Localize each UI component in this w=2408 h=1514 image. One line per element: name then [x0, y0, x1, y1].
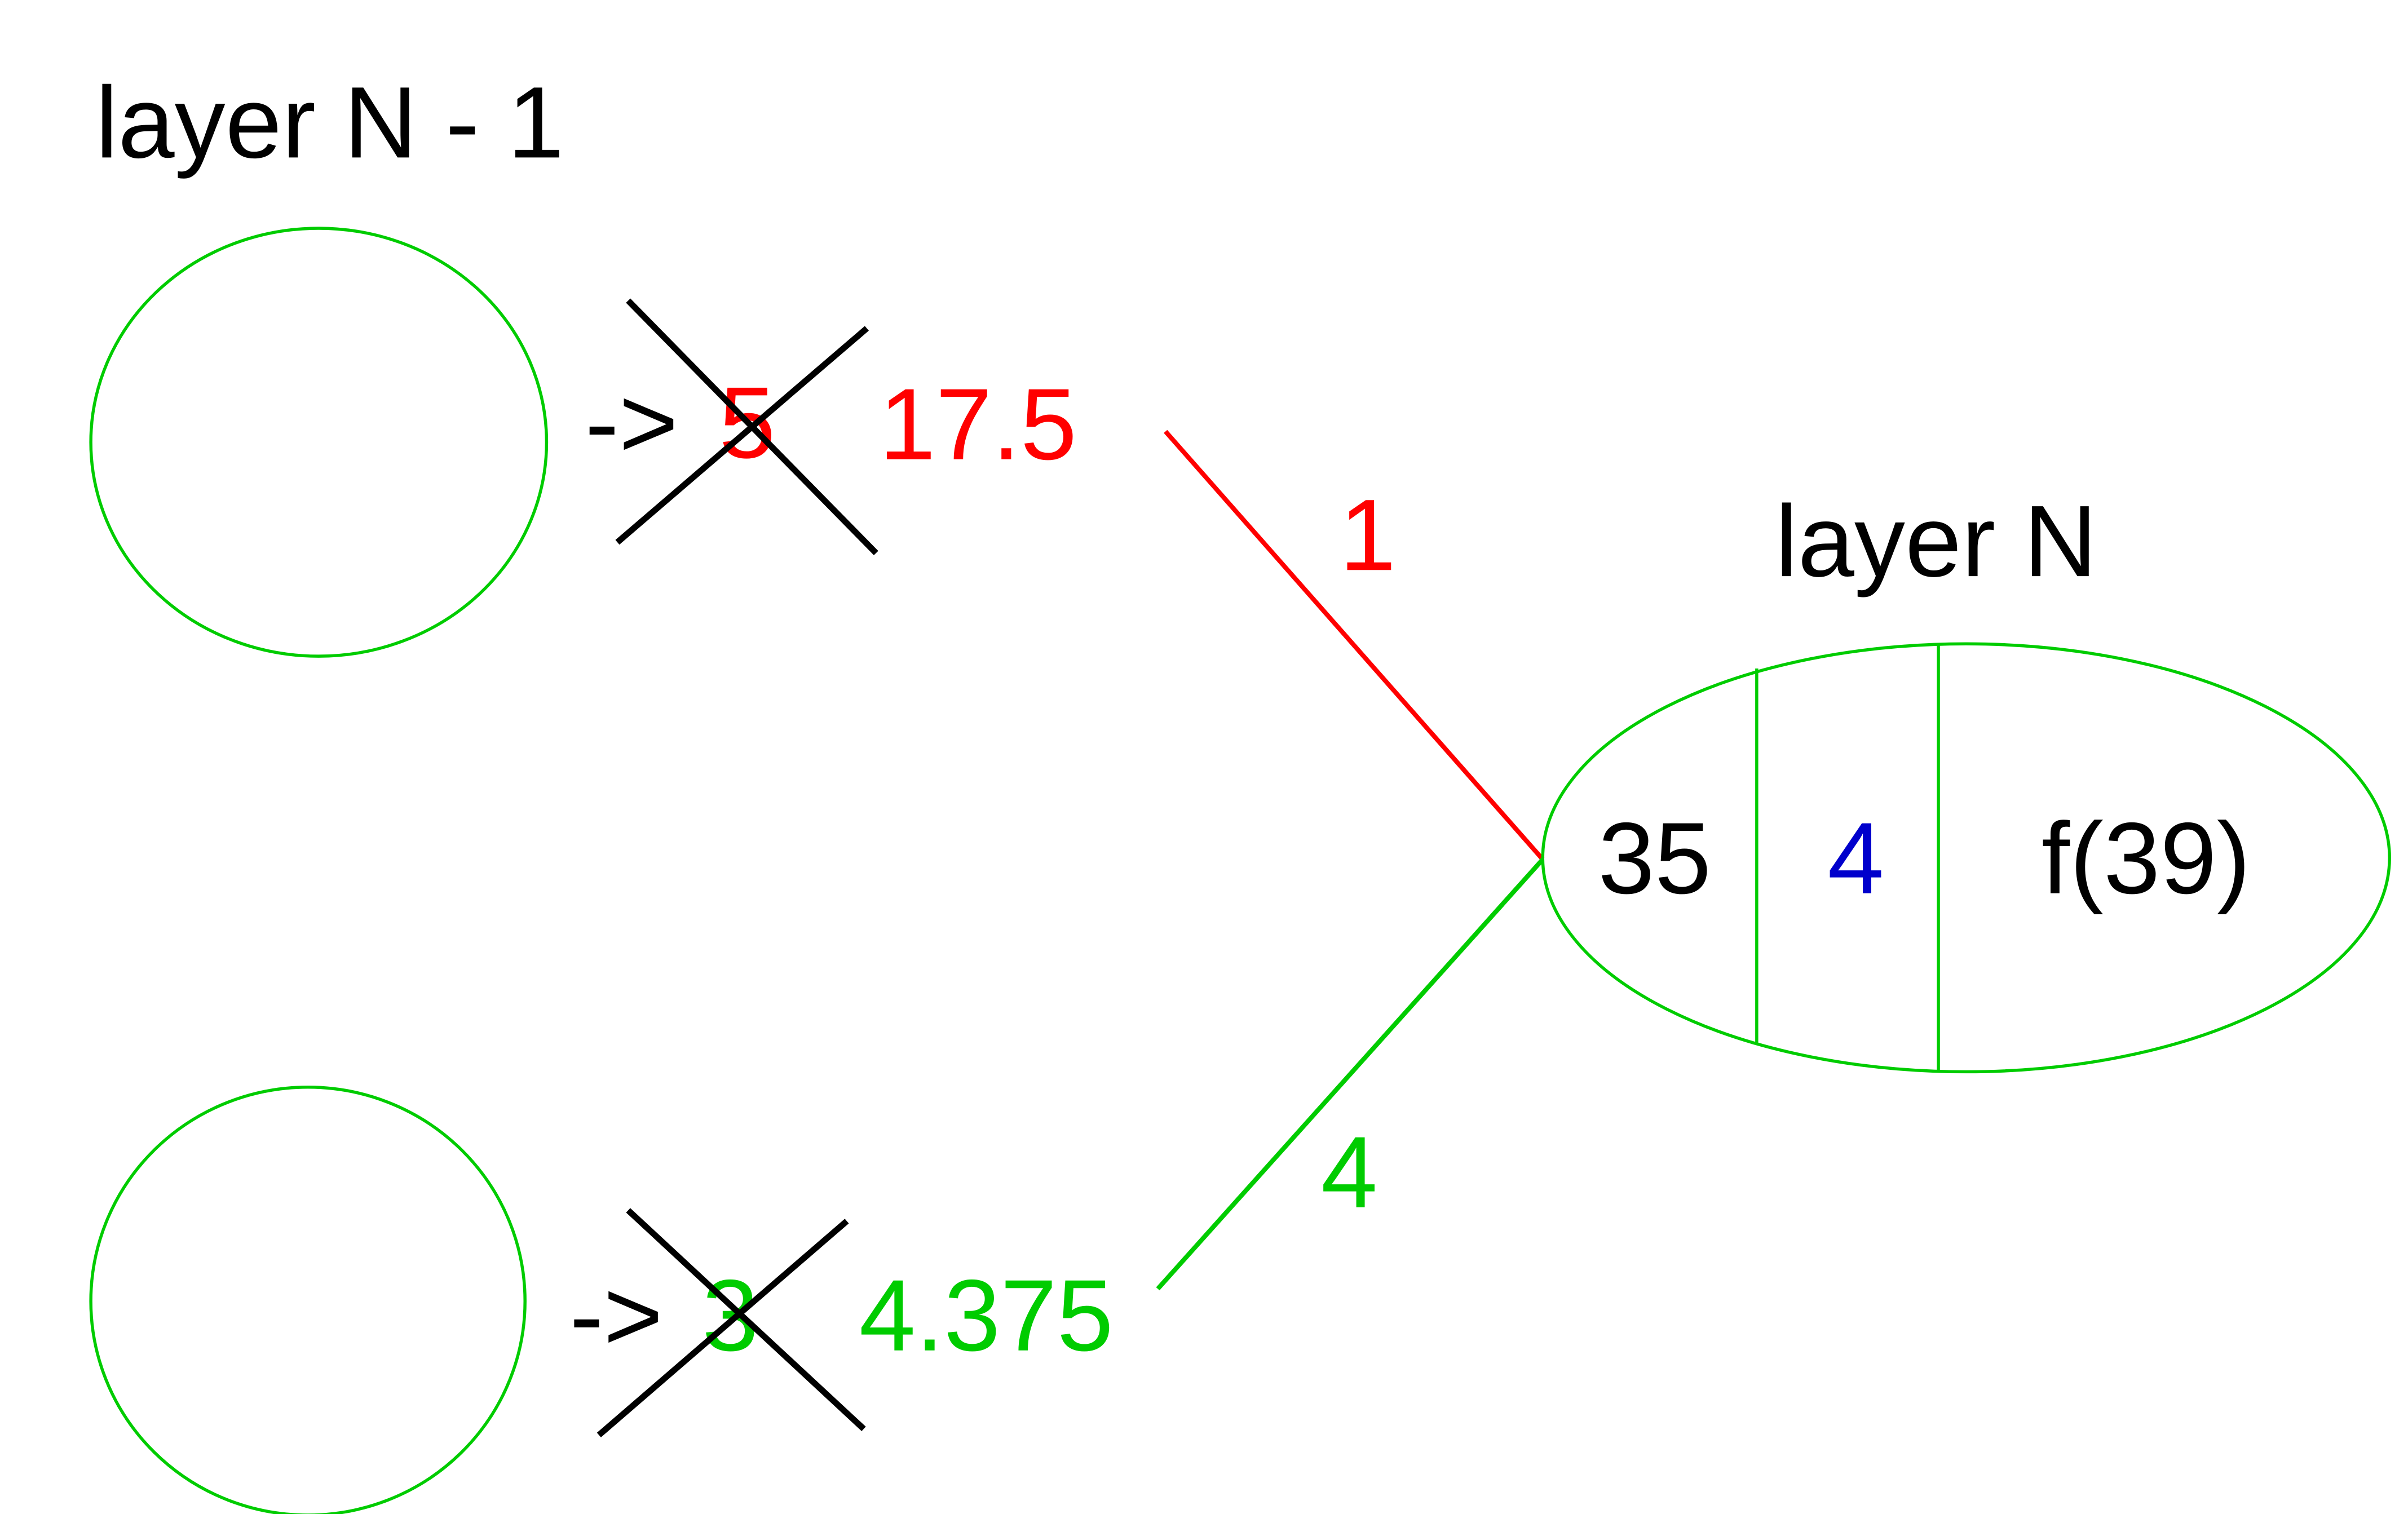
bottom-arrow: ->	[569, 1259, 662, 1373]
neuron-target-bias: 4	[1827, 802, 1884, 915]
top-arrow: ->	[585, 366, 678, 480]
bottom-old-value: 3	[702, 1259, 758, 1373]
connection-bottom	[1156, 857, 1545, 1291]
neuron-target-output: f(39)	[2042, 802, 2251, 915]
neuron-target-sum: 35	[1598, 802, 1711, 915]
connection-top	[1164, 430, 1545, 861]
label-layer-n-minus-1: layer N - 1	[95, 66, 564, 179]
neuron-top-prev-layer	[89, 227, 549, 658]
top-new-value: 17.5	[879, 368, 1077, 481]
bottom-new-value: 4.375	[859, 1259, 1114, 1373]
weight-top: 1	[1340, 479, 1396, 592]
top-strike-x	[615, 298, 878, 555]
bottom-strike-x	[597, 1208, 866, 1438]
label-layer-n: layer N	[1775, 485, 2097, 598]
weight-bottom: 4	[1321, 1116, 1377, 1229]
neuron-target	[1541, 642, 2391, 1074]
neuron-bottom-prev-layer	[89, 1086, 527, 1514]
